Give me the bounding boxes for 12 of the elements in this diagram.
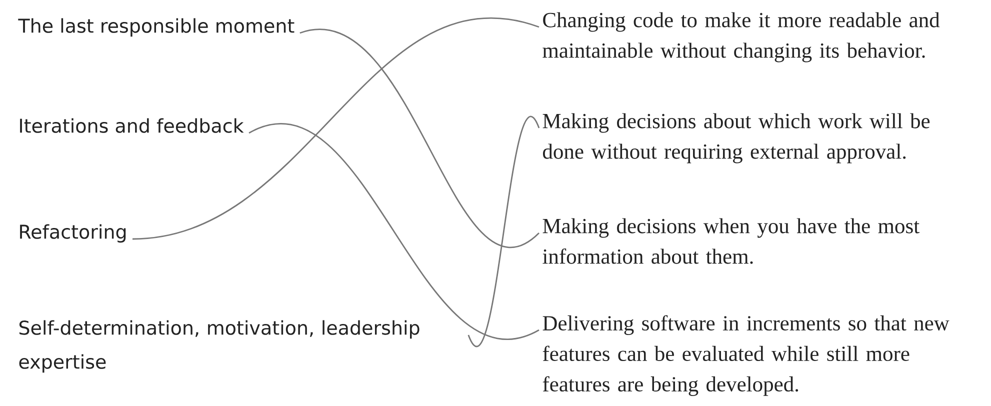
connector-line bbox=[248, 123, 540, 340]
term-text: The last responsible moment bbox=[18, 18, 294, 37]
connector-line bbox=[132, 18, 540, 240]
connector-line bbox=[300, 29, 540, 247]
definition-text: Making decisions about which work will be done without requiring external approval. bbox=[542, 113, 930, 164]
definition-text: Delivering software in increments so that new features can be evaluated while still more features are being developed. bbox=[542, 315, 950, 396]
term-text: Refactoring bbox=[20, 224, 126, 243]
term-text: Self-determination, motivation, leadership expertise bbox=[19, 320, 420, 373]
term-text: Iterations and feedback bbox=[20, 118, 244, 133]
definition-text: Making decisions when you have the most information about them. bbox=[542, 218, 920, 264]
definition-text: Changing code to make it more readable and maintainable without changing its behavior. bbox=[542, 12, 940, 62]
connector-line bbox=[468, 116, 540, 346]
